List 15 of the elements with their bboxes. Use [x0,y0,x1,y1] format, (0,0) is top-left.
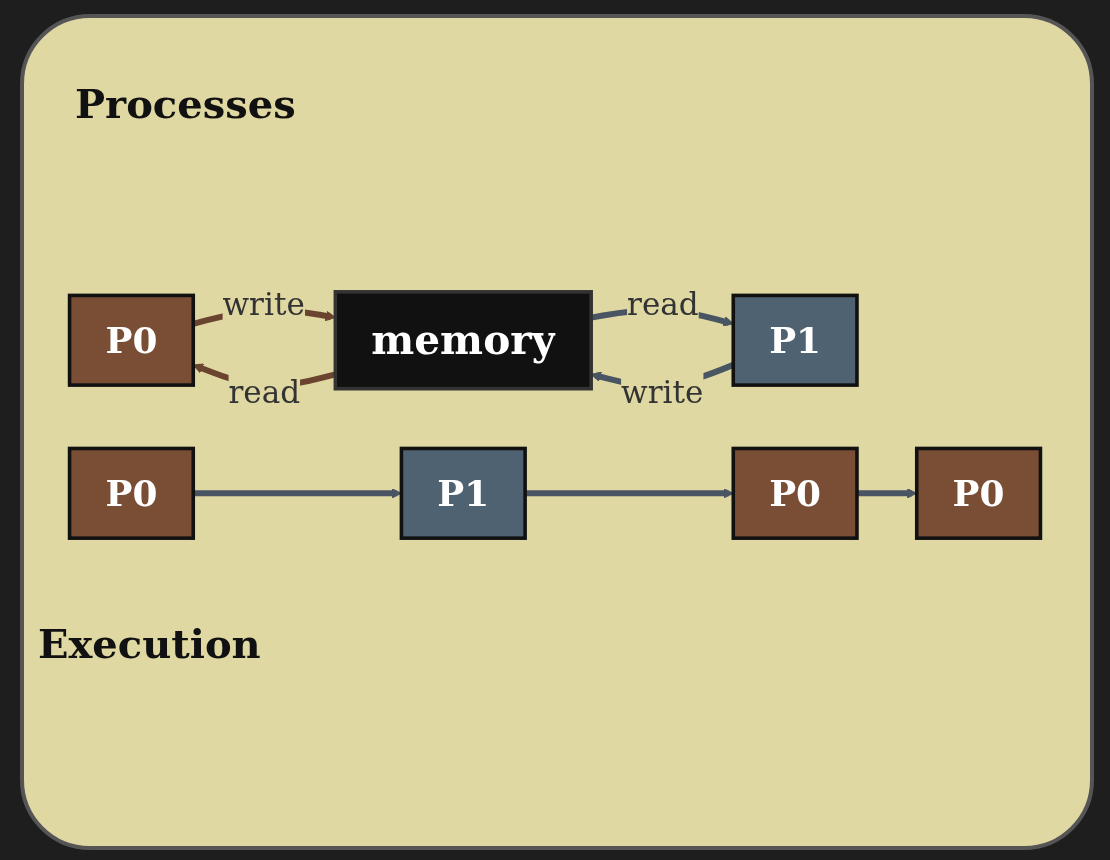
arrow [525,488,734,499]
edge-label: write [621,374,704,411]
arrow [856,488,918,499]
edge-label: write [222,286,305,323]
node-box: P0 [914,446,1043,540]
node-box: P0 [67,446,196,540]
node-box: P0 [67,293,196,387]
edge-label: read [228,374,301,411]
section-heading: Processes [75,80,296,127]
edge-label: read [627,286,699,323]
node-box: P0 [731,446,859,540]
arrow [193,488,402,499]
node-box: P1 [399,446,527,540]
node-box: P1 [731,293,859,387]
section-heading: Execution [38,620,261,667]
